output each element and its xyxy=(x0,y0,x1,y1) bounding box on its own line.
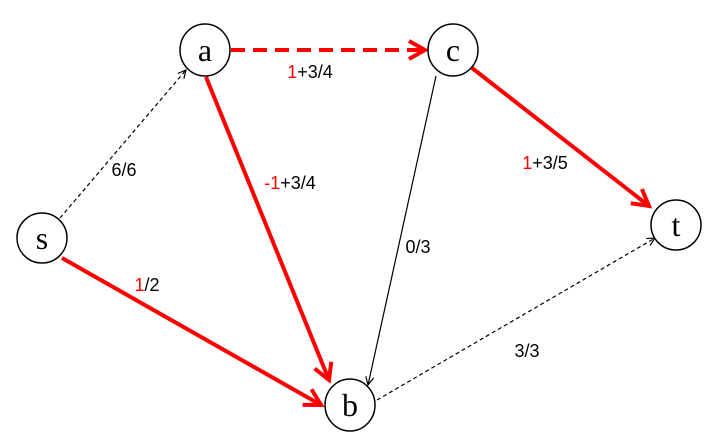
edge-b-t-label: 3/3 xyxy=(514,341,539,361)
edge-c-t xyxy=(470,66,649,206)
edge-s-b-delta: 1 xyxy=(134,275,144,295)
node-c: c xyxy=(427,23,479,77)
node-a-label: a xyxy=(198,32,212,68)
node-a: a xyxy=(179,23,231,77)
edge-s-a-label: 6/6 xyxy=(111,160,136,180)
edge-b-t xyxy=(376,238,655,401)
edge-a-b xyxy=(204,76,329,380)
edge-s-b xyxy=(61,256,321,405)
edge-c-t-delta: 1 xyxy=(522,153,532,173)
edge-c-t-rest: +3/5 xyxy=(532,153,568,173)
edge-a-b-label: -1+3/4 xyxy=(264,173,316,193)
edge-a-c-rest: +3/4 xyxy=(297,62,333,82)
edge-s-a xyxy=(59,70,186,219)
edge-a-b-rest: +3/4 xyxy=(280,173,316,193)
node-s-label: s xyxy=(36,220,48,256)
node-b-label: b xyxy=(342,387,358,423)
edge-s-b-rest: /2 xyxy=(145,275,160,295)
node-b: b xyxy=(324,378,376,432)
node-t: t xyxy=(650,199,702,251)
edge-c-t-label: 1+3/5 xyxy=(522,153,568,173)
node-t-label: t xyxy=(672,207,681,243)
node-s: s xyxy=(16,212,68,264)
edge-a-b-delta: -1 xyxy=(264,173,280,193)
node-c-label: c xyxy=(446,32,460,68)
edge-s-b-label: 1/2 xyxy=(134,275,159,295)
edge-a-c-delta: 1 xyxy=(287,62,297,82)
edge-c-b-label: 0/3 xyxy=(405,237,430,257)
edge-c-b xyxy=(368,75,437,385)
edge-a-c-label: 1+3/4 xyxy=(287,62,333,82)
